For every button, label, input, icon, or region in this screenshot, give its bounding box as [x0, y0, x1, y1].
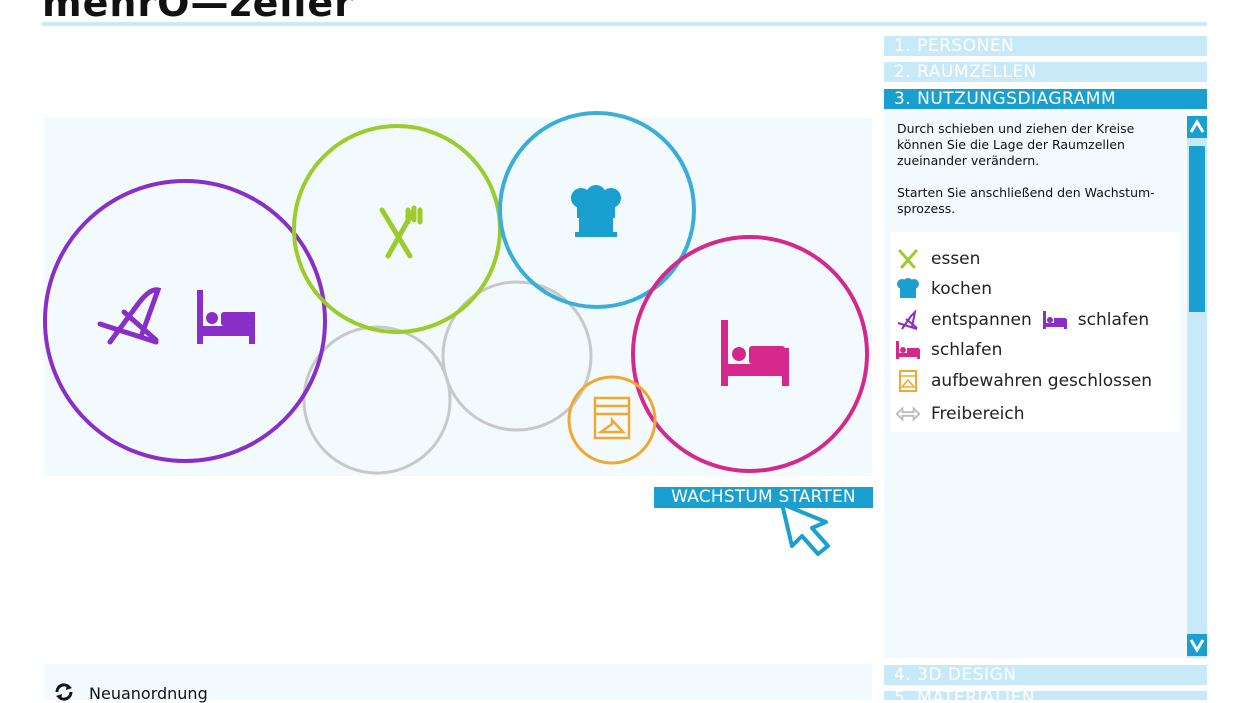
- instructions-text: Durch schieben und ziehen der Kreise kön…: [897, 121, 1177, 233]
- legend-item-essen: essen: [895, 247, 980, 271]
- reorder-button[interactable]: Neuanordnung: [89, 684, 208, 703]
- diagram-svg: [43, 111, 869, 475]
- instructions-paragraph-2: Starten Sie anschließend den Wachstum- s…: [897, 185, 1155, 216]
- wardrobe-icon: [895, 370, 921, 392]
- step-persons[interactable]: 1. PERSONEN: [884, 36, 1207, 56]
- refresh-icon[interactable]: [53, 683, 75, 701]
- fork-knife-icon: [379, 205, 423, 259]
- instructions-paragraph-1: Durch schieben und ziehen der Kreise kön…: [897, 121, 1135, 168]
- bottom-toolbar: [44, 664, 872, 700]
- step-materials[interactable]: 5. MATERIALIEN: [884, 691, 1207, 700]
- bed-icon: [197, 290, 255, 344]
- start-growth-button[interactable]: WACHSTUM STARTEN: [654, 487, 873, 508]
- legend-item-schlafen: schlafen: [895, 338, 1002, 362]
- sleep-circle[interactable]: [631, 235, 869, 473]
- pointer-cursor-icon: [780, 502, 830, 556]
- free-area-circle-1[interactable]: [302, 325, 452, 475]
- usage-diagram-canvas[interactable]: [43, 111, 872, 476]
- scroll-down-button[interactable]: [1187, 634, 1207, 656]
- legend-item-aufbewahren: aufbewahren geschlossen: [895, 369, 1152, 393]
- scrollbar-thumb[interactable]: [1189, 146, 1205, 312]
- wardrobe-icon: [593, 396, 631, 440]
- free-area-circle-2[interactable]: [441, 280, 593, 432]
- bed-icon: [1042, 309, 1068, 331]
- legend: [890, 232, 1180, 432]
- legend-item-freibereich: Freibereich: [895, 402, 1025, 426]
- step-room-cells[interactable]: 2. RAUMZELLEN: [884, 62, 1207, 82]
- double-arrow-icon: [895, 403, 921, 425]
- storage-circle[interactable]: [567, 375, 657, 465]
- deckchair-icon: [895, 309, 921, 331]
- legend-item-entspannen: entspannen schlafen: [895, 308, 1149, 332]
- bed-icon: [895, 339, 921, 361]
- chef-hat-icon: [895, 278, 921, 300]
- logo: mehrO—zeller: [42, 0, 354, 25]
- bed-icon-large: [721, 320, 789, 386]
- relax-sleep-circle[interactable]: [43, 179, 327, 463]
- chevron-up-icon: [1189, 119, 1205, 133]
- cook-circle[interactable]: [498, 111, 696, 309]
- step-3d-design[interactable]: 4. 3D DESIGN: [884, 665, 1207, 685]
- scroll-up-button[interactable]: [1187, 116, 1207, 138]
- step-usage-diagram[interactable]: 3. NUTZUNGSDIAGRAMM: [884, 89, 1207, 109]
- fork-knife-icon: [895, 248, 921, 270]
- legend-item-kochen: kochen: [895, 277, 992, 301]
- header-divider: [42, 22, 1207, 26]
- chef-hat-icon: [571, 185, 621, 237]
- chevron-down-icon: [1189, 639, 1205, 653]
- deckchair-icon: [97, 287, 162, 345]
- eat-circle[interactable]: [292, 124, 502, 334]
